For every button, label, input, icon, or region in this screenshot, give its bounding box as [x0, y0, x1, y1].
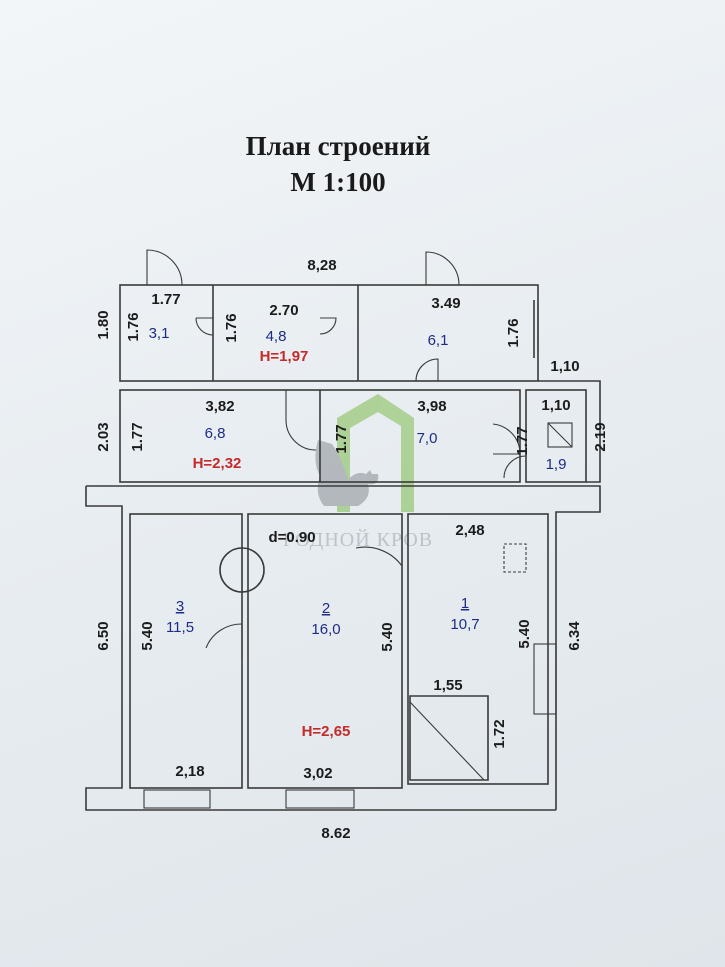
- dim-b1-w: 1.77: [151, 291, 180, 308]
- height-top-row: H=1,97: [260, 348, 309, 365]
- bottom-row-rooms: [85, 485, 601, 811]
- dim-m2-w: 3,98: [417, 398, 446, 415]
- cat-logo-icon: [315, 440, 379, 506]
- area-r2: 16,0: [311, 621, 340, 638]
- area-b1: 3,1: [149, 325, 170, 342]
- dim-m1-w: 3,82: [205, 398, 234, 415]
- ceiling-height-labels: H=1,97 H=2,32 H=2,65: [193, 348, 351, 740]
- dim-r2-h: 5.40: [379, 622, 396, 651]
- dim-bump: 1,10: [550, 358, 579, 375]
- height-middle-row: H=2,32: [193, 455, 242, 472]
- dim-b3-h: 1.76: [505, 318, 522, 347]
- plan-title: План строений: [246, 131, 431, 161]
- plan-scale: М 1:100: [290, 167, 385, 197]
- dim-m2-h: 1.77: [333, 424, 350, 453]
- dim-right-small: 2.19: [592, 422, 609, 451]
- dim-b1-h: 1.76: [125, 312, 142, 341]
- dim-r3-h: 5.40: [139, 621, 156, 650]
- dim-b3-w: 3.49: [431, 295, 460, 312]
- dim-b2-h: 1.76: [223, 313, 240, 342]
- watermark-logo: РОДНОЙ КРОВ: [283, 394, 433, 551]
- area-r3: 11,5: [166, 619, 194, 636]
- dim-m3-w: 1,10: [541, 397, 570, 414]
- room-3-number: 3: [176, 598, 184, 615]
- dim-left-top: 1.80: [95, 310, 112, 339]
- room-2-number: 2: [322, 600, 330, 617]
- middle-row-rooms: [119, 380, 601, 483]
- top-row-rooms: [119, 249, 539, 382]
- dim-stair-h: 1.72: [491, 719, 508, 748]
- dim-m1-h: 1.77: [129, 422, 146, 451]
- area-r1: 10,7: [450, 616, 479, 633]
- area-b2: 4,8: [266, 328, 287, 345]
- area-m3: 1,9: [546, 456, 567, 473]
- dim-left-bottom: 6.50: [95, 621, 112, 650]
- dim-r2-w: 3,02: [303, 765, 332, 782]
- dim-r3-w: 2,18: [175, 763, 204, 780]
- area-m2: 7,0: [417, 430, 438, 447]
- dim-b2-w: 2.70: [269, 302, 298, 319]
- dim-r1-w: 2,48: [455, 522, 484, 539]
- area-b3: 6,1: [428, 332, 449, 349]
- room-area-labels: 3,1 4,8 6,1 6,8 7,0 1,9 3 11,5 2 16,0 1 …: [149, 325, 567, 638]
- dim-r1-h: 5.40: [516, 619, 533, 648]
- dimension-labels: 8,28 8.62 1.80 2.03 6.50 6.34 2.19 1,10 …: [95, 257, 609, 842]
- house-logo-icon: [337, 394, 414, 512]
- room-1-number: 1: [461, 595, 469, 612]
- dim-stair-w: 1,55: [433, 677, 462, 694]
- dim-right-bottom: 6.34: [566, 621, 583, 651]
- area-m1: 6,8: [205, 425, 226, 442]
- dim-m2-h-right: 1.77: [514, 426, 531, 455]
- dim-overall-bottom: 8.62: [321, 825, 350, 842]
- height-bottom-row: H=2,65: [302, 723, 351, 740]
- watermark-text: РОДНОЙ КРОВ: [283, 528, 433, 551]
- dim-overall-top: 8,28: [307, 257, 336, 274]
- dim-left-middle: 2.03: [95, 422, 112, 451]
- dim-door: d=0.90: [268, 529, 315, 546]
